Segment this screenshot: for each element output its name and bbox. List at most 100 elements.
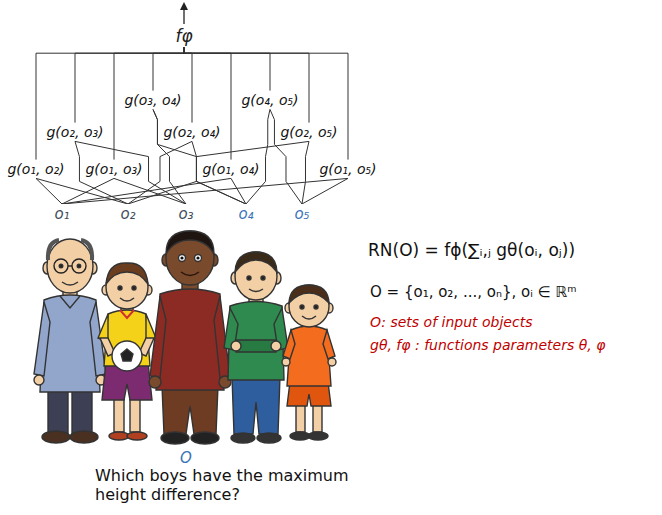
shoe	[231, 433, 255, 443]
eye	[300, 305, 304, 309]
connector	[114, 178, 186, 204]
head	[47, 239, 93, 293]
hand	[271, 341, 281, 351]
eye	[132, 286, 136, 290]
glasses	[54, 259, 68, 273]
mouth	[249, 289, 263, 292]
connector	[36, 47, 184, 159]
pair-function: g(o₁, o₅)	[317, 160, 378, 179]
shirt	[228, 302, 284, 381]
hand	[149, 376, 161, 388]
mouth	[62, 282, 78, 285]
connector	[302, 178, 348, 204]
output-arrow	[180, 2, 188, 24]
eye	[247, 276, 251, 280]
eye	[261, 276, 265, 280]
hand	[231, 341, 241, 351]
connector	[128, 141, 309, 204]
shirt	[287, 326, 331, 386]
glasses-bridge	[68, 265, 72, 266]
glasses	[72, 259, 86, 273]
boy-4	[224, 252, 288, 443]
pair-function: g(o₂, o₄)	[161, 123, 222, 142]
node-text: o₂	[120, 205, 135, 223]
connector	[246, 109, 270, 204]
connector	[184, 47, 270, 90]
collar	[120, 310, 134, 318]
ball-patch	[121, 349, 133, 361]
connector	[153, 47, 184, 90]
arm	[323, 330, 335, 359]
hair	[48, 240, 59, 260]
head	[289, 285, 329, 327]
mouth	[120, 298, 134, 301]
eye	[118, 286, 122, 290]
node-text: g(o₁, o₃)	[85, 161, 142, 178]
eye	[179, 255, 186, 262]
pupil	[180, 256, 183, 259]
boy-3	[149, 231, 231, 444]
hair	[289, 285, 329, 303]
collar	[60, 296, 80, 308]
node-text: g(o₁, o₂)	[7, 161, 64, 178]
connector	[153, 109, 246, 204]
boy-1	[34, 239, 106, 443]
eye	[195, 255, 202, 262]
question: Which boys have the maximum height diffe…	[95, 466, 350, 504]
node-text: g(o₁, o₄)	[202, 161, 259, 178]
arm	[150, 296, 166, 378]
eye	[314, 305, 318, 309]
aggregate-function: fφ	[173, 25, 194, 47]
pair-function: g(o₁, o₄)	[200, 160, 261, 179]
shirt	[156, 289, 224, 390]
object-label: o₅	[292, 204, 311, 224]
shoe	[290, 432, 310, 440]
pair-function: g(o₂, o₃)	[44, 123, 105, 142]
head	[166, 231, 214, 285]
arm	[283, 330, 295, 359]
hair	[106, 263, 148, 284]
node-text: o₅	[294, 205, 309, 223]
connector	[184, 47, 309, 122]
object-label: o₁	[52, 204, 71, 224]
note: gθ, fφ : functions parameters θ, φ	[370, 337, 605, 354]
eye	[59, 264, 63, 268]
mouth	[302, 316, 316, 319]
pupil	[196, 256, 199, 259]
soccer-ball	[112, 341, 142, 371]
boy-5	[282, 285, 336, 440]
connector	[302, 141, 309, 204]
node-text: g(o₂, o₄)	[163, 124, 220, 141]
hand	[34, 375, 44, 385]
pair-function: g(o₁, o₃)	[83, 160, 144, 179]
trousers	[232, 376, 280, 434]
connector	[62, 178, 348, 204]
connector	[114, 47, 184, 159]
arrow-head	[180, 2, 188, 10]
shoe	[70, 431, 98, 443]
sandal	[109, 432, 129, 440]
node-text: g(o₁, o₅)	[319, 161, 376, 178]
boy-2	[98, 263, 156, 440]
shirt	[104, 310, 150, 366]
node-text: o₁	[54, 205, 69, 223]
node-text: o₄	[238, 205, 253, 223]
shoe	[42, 431, 70, 443]
shirt	[40, 295, 100, 392]
connector	[231, 178, 246, 204]
shoe	[191, 432, 219, 444]
connector	[184, 47, 348, 159]
crossed-arms	[236, 340, 276, 352]
object-label: o₃	[176, 204, 195, 224]
hair	[166, 231, 214, 254]
arm	[34, 302, 50, 376]
leg	[48, 388, 68, 434]
node-text: o₃	[178, 205, 193, 223]
hand	[328, 358, 336, 366]
eye	[77, 264, 81, 268]
set-label: O	[180, 449, 192, 467]
arrow-shaft	[183, 9, 184, 24]
leg	[130, 396, 140, 432]
connector	[184, 47, 231, 159]
shoe	[308, 432, 328, 440]
